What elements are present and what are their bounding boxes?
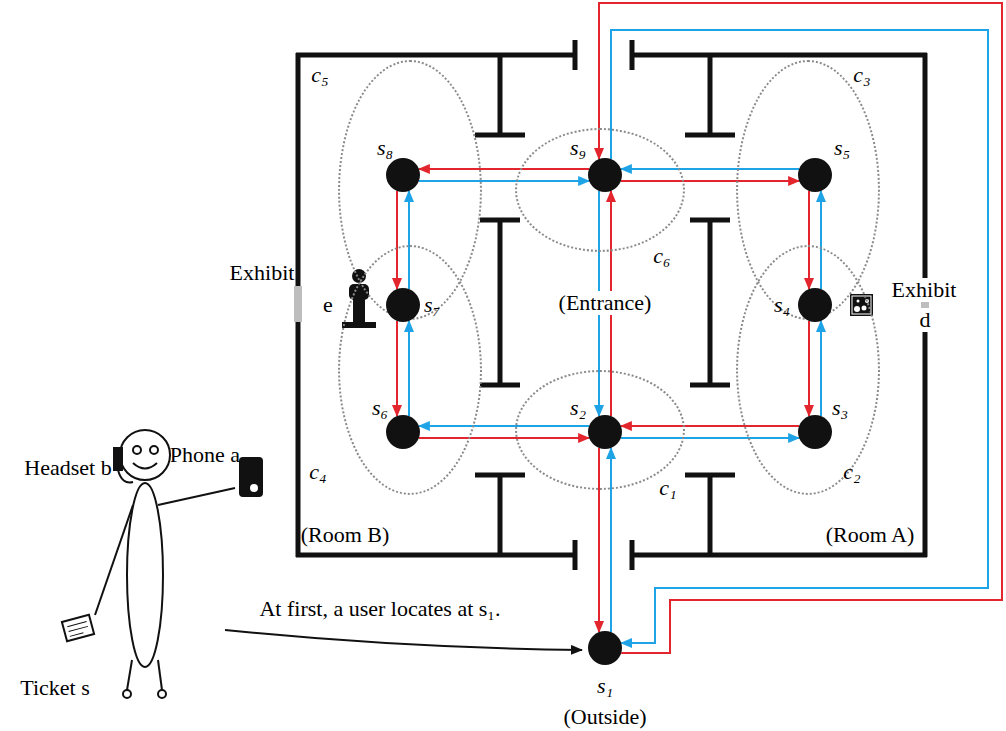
red-route-arrow <box>599 3 1002 653</box>
exhibit-window <box>294 286 302 322</box>
coverage-ellipse: c₆s₉ <box>515 128 685 252</box>
blue-route-arrow <box>598 191 600 416</box>
text-label: Ticket s <box>18 676 91 700</box>
blue-route-arrow <box>408 321 410 416</box>
node-label: s₃ <box>830 396 850 420</box>
red-route-arrow <box>621 180 799 182</box>
node-label: c₃ <box>851 63 872 87</box>
spot-node: s₆ <box>386 415 420 449</box>
node-label: c₅ <box>309 63 330 87</box>
blue-route-arrow <box>621 168 799 170</box>
blue-route-arrow <box>419 180 589 182</box>
blue-route-arrow <box>408 191 410 289</box>
text-label: Phone a <box>168 443 242 467</box>
coverage-ellipse: c₁s₂ <box>515 370 685 490</box>
red-route-arrow <box>808 321 810 416</box>
text-label: Headset b <box>22 456 113 480</box>
node-label: c₄ <box>307 460 328 484</box>
text-label: (Outside) <box>561 705 648 729</box>
spot-node: s₁ <box>588 631 622 665</box>
node-label: s₆ <box>370 396 390 420</box>
spot-node: s₉ <box>588 158 622 192</box>
blue-route-arrow <box>820 191 822 289</box>
spot-node: s₇ <box>386 288 420 322</box>
node-label: s₅ <box>832 136 852 160</box>
user-figure <box>62 430 262 698</box>
blue-route-arrow <box>419 425 589 427</box>
text-label: d <box>918 308 933 332</box>
node-label: s₉ <box>568 136 588 160</box>
blue-route-arrow <box>621 437 799 439</box>
red-route-arrow <box>419 437 589 439</box>
coverage-ellipse: c₄s₇s₆ <box>338 245 482 495</box>
spot-node: s₂ <box>588 415 622 449</box>
red-route-arrow <box>621 425 799 427</box>
painting-icon <box>850 294 873 316</box>
node-label: s₂ <box>568 396 588 420</box>
node-label: s₄ <box>772 293 792 317</box>
coverage-ellipse: c₂ s₄ s₃ <box>736 245 880 495</box>
node-label: s₁ <box>595 674 615 698</box>
red-route-arrow <box>396 321 398 416</box>
spot-node: s₃ <box>798 415 832 449</box>
red-route-arrow <box>419 168 589 170</box>
blue-route-arrow <box>820 321 822 416</box>
node-label: c₆ <box>651 244 672 268</box>
node-label: c₁ <box>657 476 678 500</box>
coverage-ellipse: c₅s₈ <box>338 60 482 320</box>
text-label: (Room B) <box>299 523 392 547</box>
red-route-arrow <box>598 448 600 632</box>
leader-arrow <box>225 630 582 650</box>
text-label: Exhibit <box>228 261 297 285</box>
spot-node: s₄ <box>798 288 832 322</box>
text-label: (Entrance) <box>557 291 654 315</box>
text-label: e <box>321 293 335 317</box>
spot-node: s₈ <box>386 158 420 192</box>
exhibit-window <box>921 278 929 332</box>
blue-route-arrow <box>611 30 988 643</box>
red-route-arrow <box>396 191 398 289</box>
statue-icon <box>342 269 376 328</box>
blue-route-arrow <box>610 448 612 632</box>
red-route-arrow <box>808 191 810 289</box>
node-label: c₂ <box>841 460 862 484</box>
coverage-ellipse: c₃ s₅ <box>736 60 880 320</box>
text-label: (Room A) <box>824 523 917 547</box>
node-label: s₈ <box>375 136 395 160</box>
spot-node: s₅ <box>798 158 832 192</box>
red-route-arrow <box>610 191 612 416</box>
text-label: Exhibit <box>890 278 959 302</box>
node-label: s₇ <box>422 293 442 317</box>
text-label: At first, a user locates at s₁. <box>257 597 502 621</box>
